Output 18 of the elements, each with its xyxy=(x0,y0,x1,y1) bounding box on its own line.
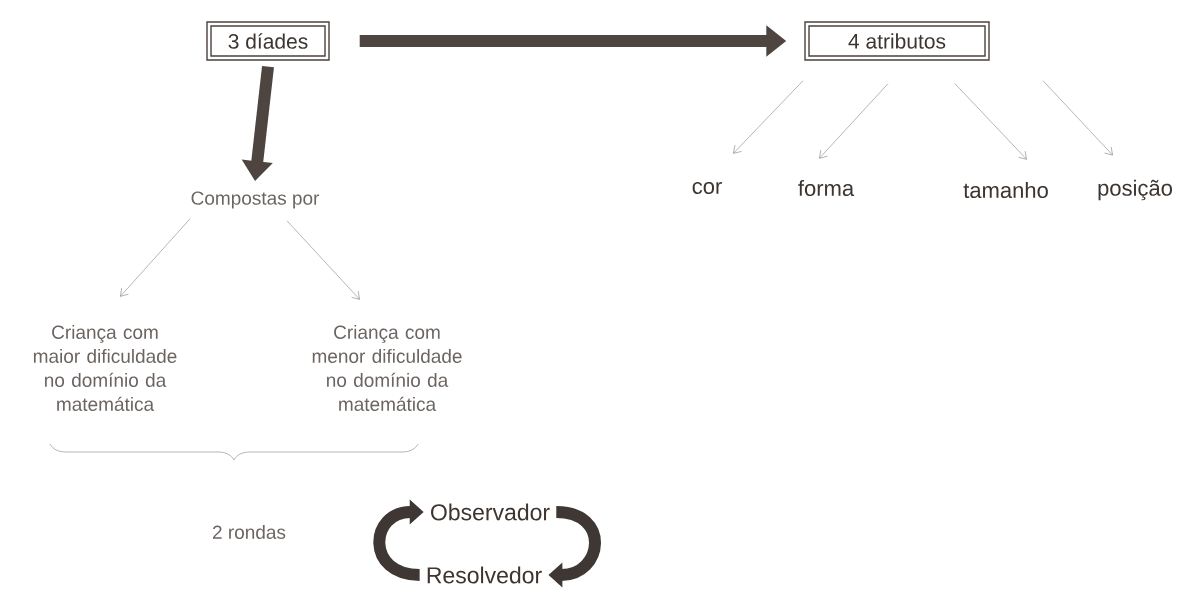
arrow xyxy=(120,218,191,297)
node-text: Compostas por xyxy=(191,191,320,209)
arrow xyxy=(286,220,360,300)
node-text: posição xyxy=(1098,179,1172,201)
node-text: Criança com menor dificuldade no domínio da matemática xyxy=(312,325,462,411)
node-text: Criança com maior dificuldade no domínio da matemática xyxy=(33,325,177,411)
node-text: Resolvedor xyxy=(427,566,542,584)
node-text: forma xyxy=(798,179,855,197)
node-text: 2 rondas xyxy=(213,525,286,539)
title-box: 3 díades xyxy=(206,21,330,61)
arrow xyxy=(1042,80,1113,156)
arrow xyxy=(954,83,1027,160)
arrow xyxy=(819,83,889,159)
title-box: 4 atributos xyxy=(804,21,990,61)
node-text: tamanho xyxy=(963,181,1048,199)
node-text: Observador xyxy=(431,503,550,521)
arrow xyxy=(733,80,804,154)
node-text: cor xyxy=(692,181,722,195)
